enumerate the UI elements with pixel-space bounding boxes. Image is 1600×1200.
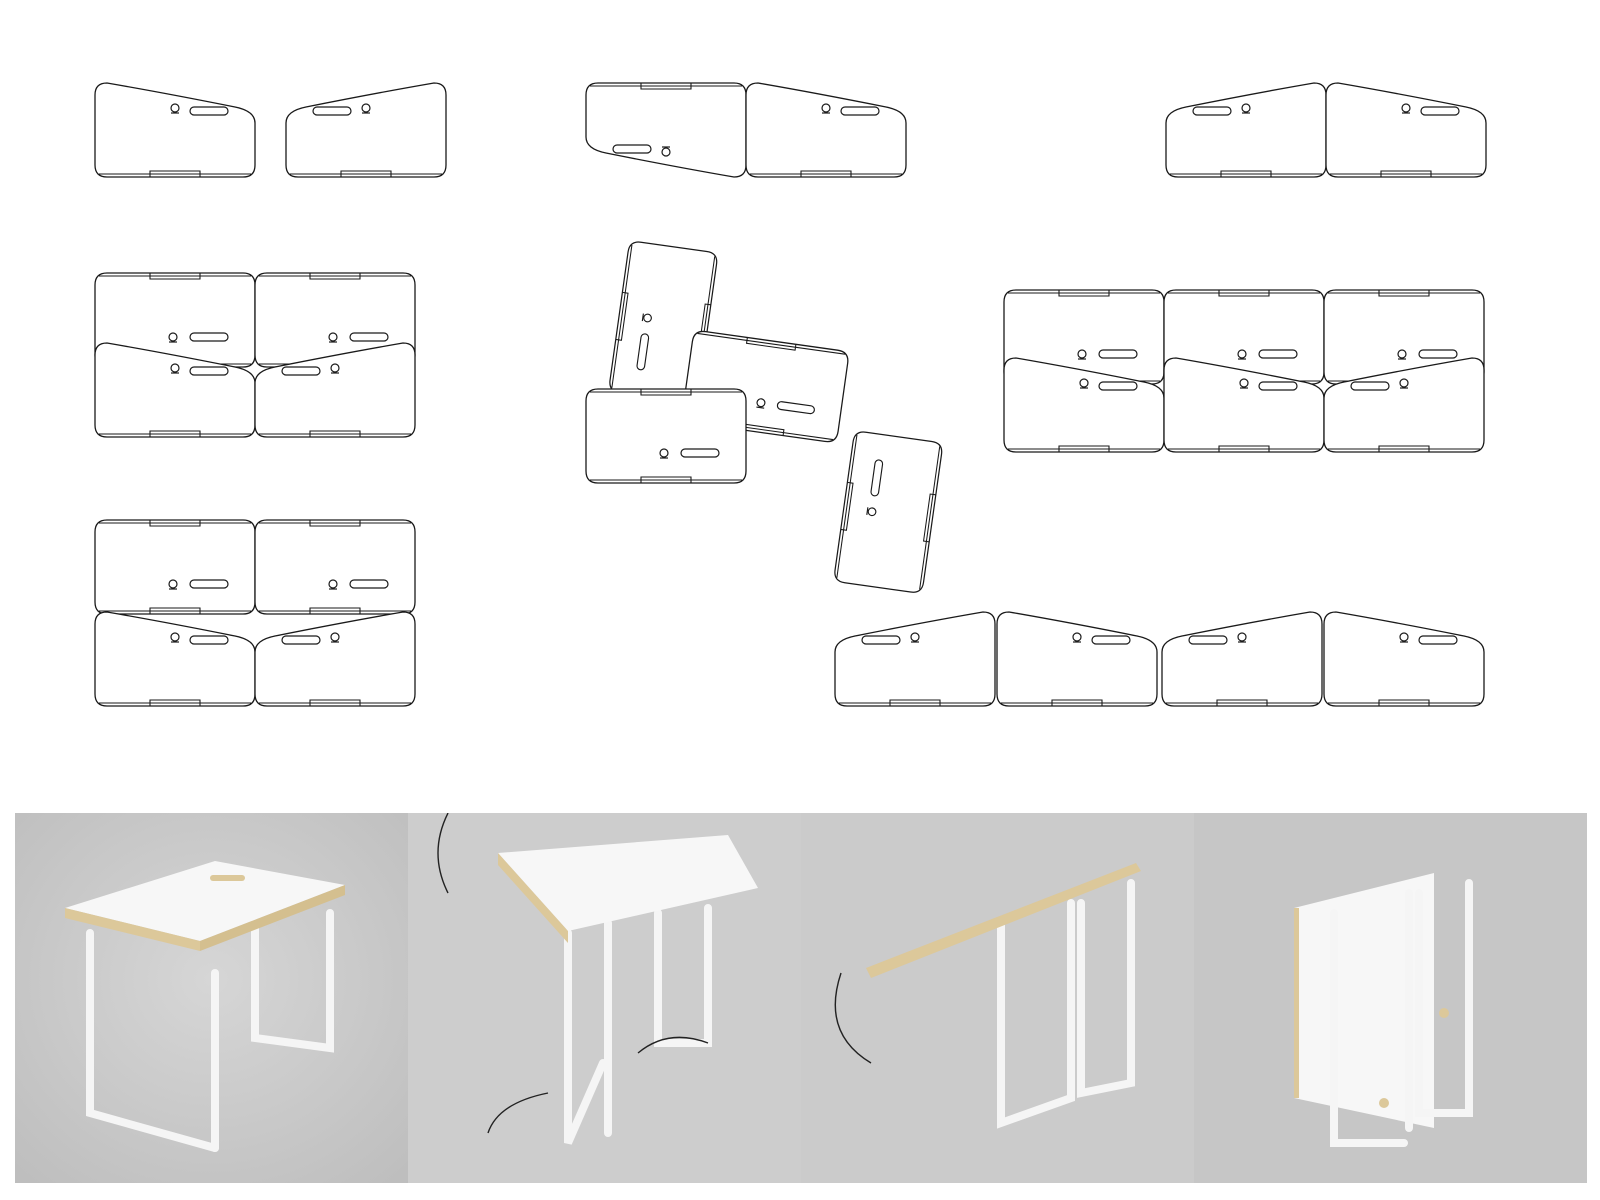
render-rotate-legs: [408, 813, 801, 1183]
config-peak-pair: [1165, 82, 1487, 178]
table-top: [498, 835, 758, 943]
folded-table: [1294, 873, 1449, 1128]
fold-arrow: [834, 972, 872, 1064]
rotation-arrows: [437, 813, 709, 1134]
config-six-block: [1003, 289, 1485, 453]
table-top: [65, 861, 345, 951]
config-diamond: [94, 519, 416, 707]
config-two-apart: [94, 82, 447, 178]
config-pinwheel: [585, 240, 944, 595]
config-zigzag-row: [834, 611, 1485, 707]
table-frame: [86, 909, 334, 1152]
config-four-block: [94, 272, 416, 438]
render-assembled-table: [15, 813, 408, 1183]
plan-drawing: [94, 82, 1487, 707]
configuration-plans: [94, 82, 1487, 707]
config-angled-pair: [585, 82, 907, 178]
folding-sequence: [15, 813, 1587, 1183]
render-folded: [1194, 813, 1587, 1183]
render-fold-top: [801, 813, 1194, 1183]
table-top: [866, 863, 1141, 978]
